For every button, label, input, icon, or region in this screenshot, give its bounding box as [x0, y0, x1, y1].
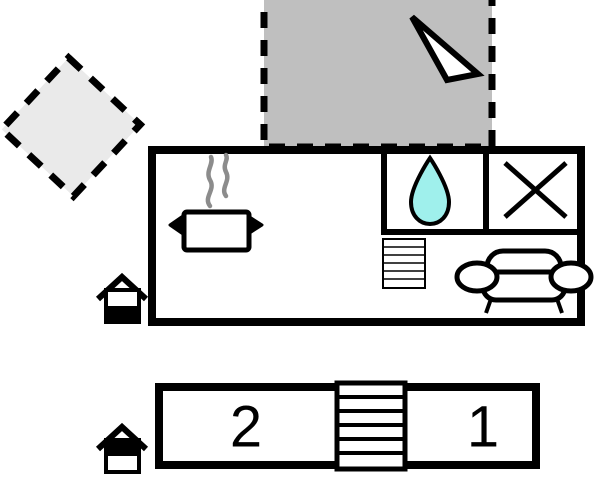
- sofa-icon: [454, 248, 594, 314]
- sofa-armrest-right: [548, 260, 594, 294]
- steam-line-left: [205, 154, 214, 209]
- north-arrow-triangle: [409, 14, 485, 84]
- cooking-pot-icon: [168, 152, 264, 253]
- room-number-2: 2: [230, 395, 262, 460]
- north-arrow-shape: [409, 14, 485, 84]
- rotated-dashed-square: [0, 52, 146, 202]
- staircase-icon-lower: [334, 380, 408, 472]
- cross-line-b: [503, 161, 568, 219]
- staircase-icon: [382, 238, 426, 289]
- pot-body: [181, 209, 252, 253]
- cross-box-icon: [503, 161, 568, 219]
- house-icon-lower: [95, 422, 149, 474]
- house-floor-fill-lower: [106, 440, 139, 456]
- room-number-1: 1: [467, 395, 499, 460]
- sofa-armrest-left: [454, 260, 500, 294]
- house-icon-upper: [95, 272, 149, 324]
- water-drop-shape: [408, 154, 452, 227]
- rotated-dashed-square-body: [0, 52, 146, 202]
- water-drop-icon: [408, 154, 452, 227]
- house-floor-fill-upper: [106, 306, 139, 322]
- steam-line-right: [221, 152, 230, 199]
